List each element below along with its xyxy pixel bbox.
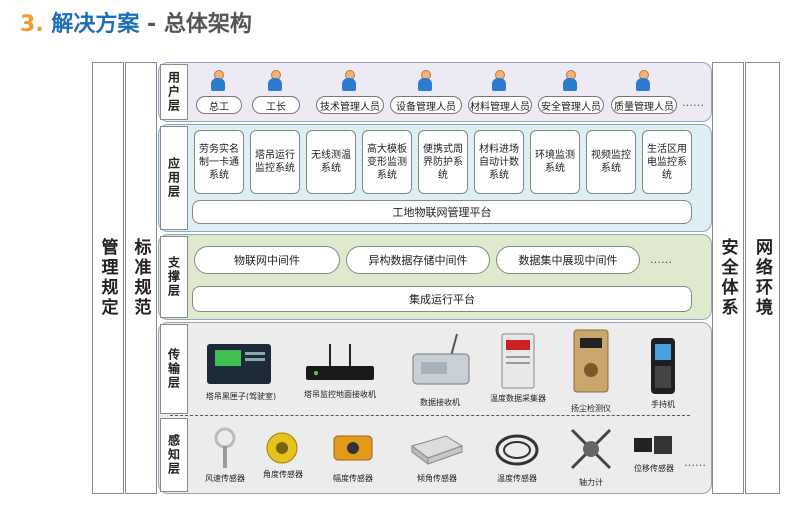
app-system-box: 塔吊运行监控系统 xyxy=(250,130,300,194)
security-system-bar: 安全体系 xyxy=(712,62,744,494)
app-system-box: 劳务实名制一卡通系统 xyxy=(194,130,244,194)
user-layer-label: 用户层 xyxy=(160,64,188,120)
sense-more: …… xyxy=(684,456,706,469)
user-figure-icon xyxy=(491,70,507,92)
device-label: 手持机 xyxy=(651,400,675,409)
user-role-label: 技术管理人员 xyxy=(316,96,384,114)
network-environment-bar: 网络环境 xyxy=(745,62,780,494)
device-label: 幅度传感器 xyxy=(333,474,373,483)
app-system-box: 便携式周界防护系统 xyxy=(418,130,468,194)
page-title: 3. 解决方案 - 总体架构 xyxy=(20,12,252,37)
management-rules-bar: 管理规定 xyxy=(92,62,124,494)
user-role-label: 材料管理人员 xyxy=(468,96,532,114)
displacement-sensor-image xyxy=(634,436,672,454)
app-system-box: 视频监控系统 xyxy=(586,130,636,194)
amplitude-sensor-image xyxy=(333,435,373,461)
device-label: 塔吊监控地面接收机 xyxy=(304,390,376,399)
user-figure-icon xyxy=(417,70,433,92)
middleware-display: 数据集中展现中间件 xyxy=(496,246,640,274)
user-role-label: 设备管理人员 xyxy=(390,96,462,114)
layer-divider xyxy=(170,415,690,416)
tilt-sensor-image xyxy=(410,435,464,465)
user-figure-icon xyxy=(562,70,578,92)
app-system-box: 无线测温系统 xyxy=(306,130,356,194)
user-figure-icon xyxy=(341,70,357,92)
ground-receiver-image xyxy=(306,344,374,380)
app-system-box: 材料进场自动计数系统 xyxy=(474,130,524,194)
device-label: 轴力计 xyxy=(579,478,603,487)
application-layer-label: 应用层 xyxy=(160,126,188,230)
tower-crane-blackbox-image xyxy=(207,344,271,384)
temperature-sensor-image xyxy=(495,434,539,466)
device-label: 倾角传感器 xyxy=(417,474,457,483)
user-role-label: 质量管理人员 xyxy=(611,96,677,114)
dust-detector-image xyxy=(573,329,609,393)
user-role-label: 工长 xyxy=(252,96,300,114)
user-more: …… xyxy=(682,96,704,109)
device-label: 温度数据采集器 xyxy=(490,394,546,403)
device-label: 位移传感器 xyxy=(634,464,674,473)
axial-force-meter-image xyxy=(570,428,612,470)
device-label: 扬尘检测仪 xyxy=(571,404,611,413)
device-label: 温度传感器 xyxy=(497,474,537,483)
iot-management-platform: 工地物联网管理平台 xyxy=(192,200,692,224)
app-system-box: 环境监测系统 xyxy=(530,130,580,194)
handheld-terminal-image xyxy=(651,338,675,394)
support-more: …… xyxy=(650,253,672,266)
user-role-label: 安全管理人员 xyxy=(538,96,604,114)
wind-speed-sensor-image xyxy=(214,427,236,468)
user-role-label: 总工 xyxy=(196,96,242,114)
app-system-box: 生活区用电监控系统 xyxy=(642,130,692,194)
device-label: 角度传感器 xyxy=(263,470,303,479)
angle-sensor-image xyxy=(266,432,298,464)
device-label: 风速传感器 xyxy=(205,474,245,483)
standards-bar: 标准规范 xyxy=(125,62,157,494)
app-system-box: 高大模板变形监测系统 xyxy=(362,130,412,194)
user-figure-icon xyxy=(635,70,651,92)
middleware-storage: 异构数据存储中间件 xyxy=(346,246,490,274)
user-figure-icon xyxy=(267,70,283,92)
user-figure-icon xyxy=(210,70,226,92)
temperature-collector-image xyxy=(501,333,535,389)
middleware-iot: 物联网中间件 xyxy=(194,246,340,274)
sense-layer-label: 感知层 xyxy=(160,418,188,492)
integrated-platform: 集成运行平台 xyxy=(192,286,692,312)
device-label: 数据接收机 xyxy=(420,398,460,407)
device-label: 塔吊黑匣子(驾驶室) xyxy=(205,392,277,401)
transport-layer-label: 传输层 xyxy=(160,324,188,414)
support-layer-label: 支撑层 xyxy=(160,236,188,318)
data-receiver-image xyxy=(412,333,470,385)
